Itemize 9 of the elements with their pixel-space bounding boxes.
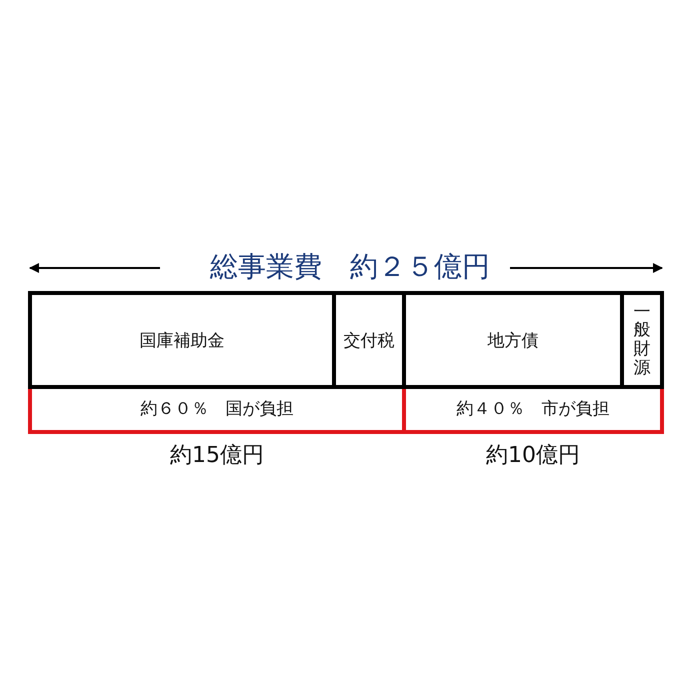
amount-label: 約15億円 — [169, 442, 265, 470]
segment-label: 約６０％ 国が負担 — [140, 398, 294, 420]
segment-label: 約４０％ 市が負担 — [456, 398, 610, 420]
segment-label: 交付税 — [344, 330, 394, 352]
segment-label: 地方債 — [488, 330, 538, 352]
segment-label: 国庫補助金 — [140, 330, 224, 352]
total-cost-heading: 総事業費 約２５億円 — [210, 250, 490, 283]
amount-label: 約10億円 — [485, 442, 581, 470]
segment-label: 一般財源 — [634, 302, 650, 378]
